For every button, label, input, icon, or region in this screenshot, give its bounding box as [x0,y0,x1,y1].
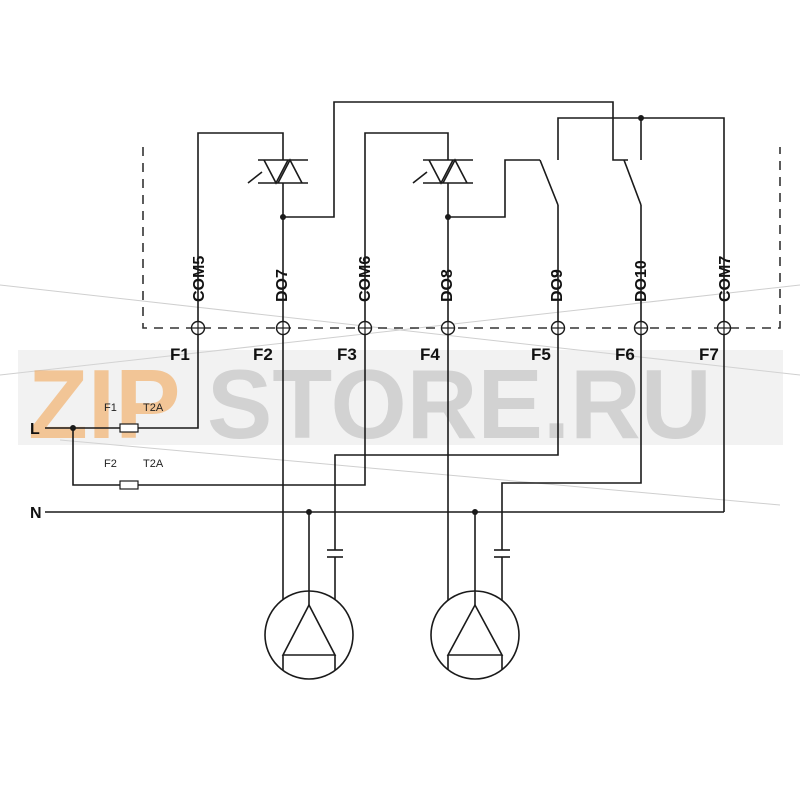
line-label-n: N [30,505,42,522]
fuse-f2-rating: T2A [143,458,164,470]
junctions [70,115,644,515]
capacitor-1 [327,549,343,558]
wire-line-l-branch [72,428,120,486]
terminal-f2 [275,320,291,336]
signal-label-com5: COM5 [191,256,208,302]
pin-label-f6: F6 [615,345,635,364]
wire-com5-supply [138,328,199,429]
triac-do8 [412,158,473,185]
triac-do7 [247,158,308,185]
terminal-f1 [190,320,206,336]
pin-label-f2: F2 [253,345,273,364]
junction-dot [638,115,644,121]
pin-label-f3: F3 [337,345,357,364]
fuse-f1 [119,423,139,433]
pin-label-f5: F5 [531,345,551,364]
pin-labels: F1 F2 F3 F4 F5 F6 F7 [170,345,719,364]
line-label-l: L [30,421,40,438]
signal-label-com7: COM7 [717,256,734,302]
fuse-f1-name: F1 [104,402,117,414]
capacitor-2 [494,549,510,558]
motor-2 [430,590,520,680]
watermark-band [18,350,783,445]
junction-dot [445,214,451,220]
watermark: ZIP STORE.RU [0,284,800,506]
watermark-zip: ZIP [28,349,180,459]
watermark-streak [59,439,781,506]
watermark-store: STORE.RU [207,349,712,459]
fuse-f1-rating: T2A [143,402,164,414]
junction-dot [306,509,312,515]
signal-labels: COM5 DO7 COM6 DO8 DO9 DO10 COM7 [191,256,734,302]
terminal-f6 [633,320,649,336]
wires [45,101,725,670]
terminal-f4 [440,320,456,336]
relay-contact-do9 [539,159,559,206]
wire-do8-link [448,159,540,218]
junction-dot [70,425,76,431]
junction-dot [472,509,478,515]
controller-boundary [142,147,781,329]
wire-com6 [364,132,449,328]
wire-com5 [197,132,284,328]
terminal-f5 [550,320,566,336]
terminals [190,320,732,336]
motor-1 [264,590,354,680]
pin-label-f4: F4 [420,345,440,364]
wire-do7-link [283,101,628,218]
fuse-f2 [119,480,139,490]
watermark-streak [0,284,800,376]
wire-do9 [334,205,559,550]
junction-dot [280,214,286,220]
terminal-f7 [716,320,732,336]
pin-label-f7: F7 [699,345,719,364]
fuse-f2-name: F2 [104,458,117,470]
wire-do10 [501,205,642,550]
wire-com6-supply [138,328,366,486]
terminal-f3 [357,320,373,336]
relay-contact-do10 [623,159,642,206]
pin-label-f1: F1 [170,345,190,364]
